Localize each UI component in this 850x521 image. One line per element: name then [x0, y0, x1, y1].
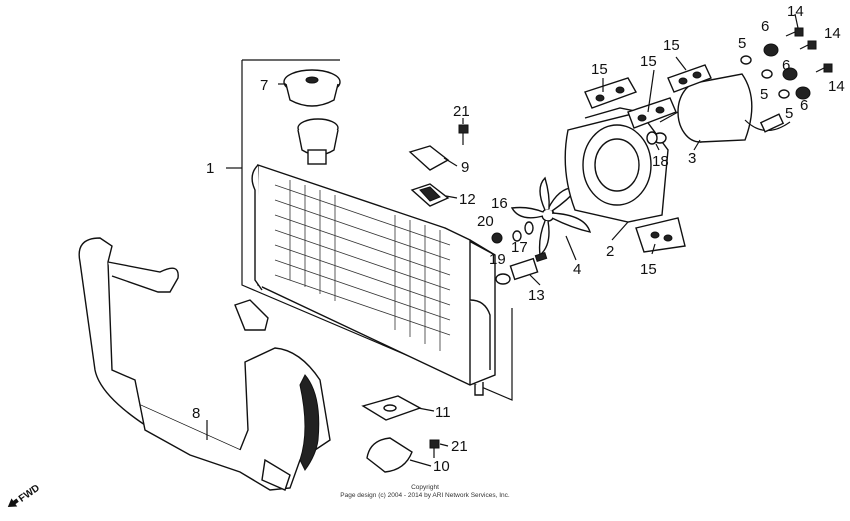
fwd-label: FWD — [17, 483, 42, 505]
callout-6-c: 6 — [800, 97, 808, 114]
callout-5-a: 5 — [738, 35, 746, 52]
callout-10: 10 — [433, 458, 450, 475]
callout-18: 18 — [652, 153, 669, 170]
radiator-fins — [274, 180, 451, 351]
callout-3: 3 — [688, 150, 696, 167]
mount-plate-lower — [635, 217, 686, 253]
callout-7: 7 — [260, 77, 268, 94]
callout-4: 4 — [573, 261, 581, 278]
mount-plate-upper-left — [584, 77, 638, 109]
bolt-14b — [799, 40, 817, 50]
callout-20: 20 — [477, 213, 494, 230]
collar-5c — [778, 89, 790, 99]
fan-motor — [653, 73, 791, 144]
thermo-switch — [495, 251, 548, 285]
callout-2: 2 — [606, 243, 614, 260]
leader-lines — [206, 13, 799, 467]
bolt-14a — [785, 27, 804, 37]
callout-6-a: 6 — [761, 18, 769, 35]
callout-1: 1 — [206, 160, 214, 177]
washer-18 — [646, 131, 658, 145]
forward-direction-indicator: FWD — [7, 483, 42, 508]
callout-8: 8 — [192, 405, 200, 422]
callout-5-b: 5 — [760, 86, 768, 103]
bolt-upper — [458, 124, 469, 145]
callout-21-upper: 21 — [453, 103, 470, 120]
callout-13: 13 — [528, 287, 545, 304]
callout-9: 9 — [461, 159, 469, 176]
washer-17 — [512, 230, 522, 242]
upper-plate — [408, 145, 450, 171]
mount-plate-upper-right — [627, 97, 677, 129]
callout-15-c: 15 — [663, 37, 680, 54]
callout-15-a: 15 — [591, 61, 608, 78]
callout-15-lower: 15 — [640, 261, 657, 278]
callout-17: 17 — [511, 239, 528, 256]
filler-neck — [297, 118, 339, 165]
mount-plate-top — [667, 64, 712, 93]
bolt-lower — [429, 439, 440, 458]
assembly-bracket-line — [241, 60, 513, 401]
radiator-stay — [78, 237, 331, 491]
callout-labels: 1 7 21 9 12 16 20 17 19 13 4 2 15 3 18 1… — [192, 3, 845, 475]
callout-16: 16 — [491, 195, 508, 212]
callout-12: 12 — [459, 191, 476, 208]
callout-11: 11 — [435, 404, 451, 421]
nut-20 — [491, 232, 503, 244]
cooling-fan — [510, 176, 592, 257]
rubber-6a — [763, 43, 779, 57]
collar-5a — [740, 55, 752, 65]
forward-arrow-icon — [7, 498, 19, 508]
callout-21-lower: 21 — [451, 438, 468, 455]
washer-16 — [524, 221, 534, 235]
callout-14-b: 14 — [824, 25, 841, 42]
radiator-core — [251, 164, 496, 396]
callout-6-b: 6 — [782, 57, 790, 74]
callout-5-c: 5 — [785, 105, 793, 122]
radiator-cap — [283, 69, 341, 107]
rubber-6b — [782, 67, 798, 81]
callout-14-a: 14 — [787, 3, 804, 20]
fan-shroud — [564, 107, 669, 223]
collar-5b — [761, 69, 773, 79]
lower-cover-10 — [366, 437, 413, 473]
callout-19: 19 — [489, 251, 506, 268]
copyright-notice: Page design (c) 2004 - 2014 by ARI Netwo… — [340, 492, 510, 499]
callout-15-b: 15 — [640, 53, 657, 70]
rubber-6c — [795, 86, 811, 100]
bolt-14c — [815, 63, 833, 73]
callout-14-c: 14 — [828, 78, 845, 95]
copyright-title: Copyright — [411, 484, 439, 491]
